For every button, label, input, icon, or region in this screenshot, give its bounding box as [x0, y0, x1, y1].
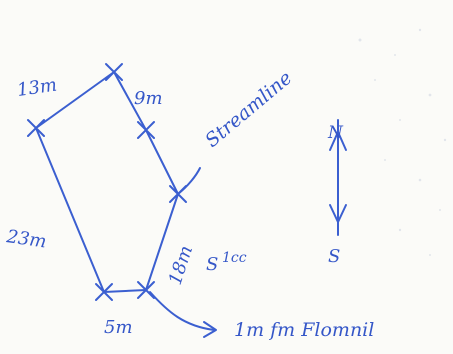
- north-arrow: [329, 119, 347, 236]
- outlet-arrowhead: [203, 321, 217, 338]
- north-label: N: [327, 123, 344, 143]
- edge-bottom: [103, 289, 147, 293]
- label-outlet: 1m fm Flomnil: [234, 319, 374, 341]
- label-top-right: 9m: [134, 88, 163, 109]
- edge-right-lower: [145, 193, 179, 291]
- edge-left: [35, 127, 105, 293]
- edge-right-mid: [145, 129, 179, 195]
- outlet-line: [149, 291, 215, 331]
- label-streamline: Streamline: [201, 67, 296, 152]
- vertex-markers: [27, 63, 187, 301]
- edge-top-left: [35, 71, 115, 129]
- label-left: 23m: [4, 226, 48, 252]
- south-label: S: [328, 246, 340, 267]
- label-right-lower: 18m: [165, 243, 197, 288]
- label-top-left: 13m: [16, 75, 59, 101]
- edge-top-right: [113, 71, 147, 131]
- paper-noise: [358, 28, 447, 256]
- label-s: S: [206, 254, 218, 275]
- site-outline: [35, 71, 217, 338]
- label-s-value: 1cc: [222, 250, 247, 266]
- label-bottom: 5m: [104, 317, 133, 338]
